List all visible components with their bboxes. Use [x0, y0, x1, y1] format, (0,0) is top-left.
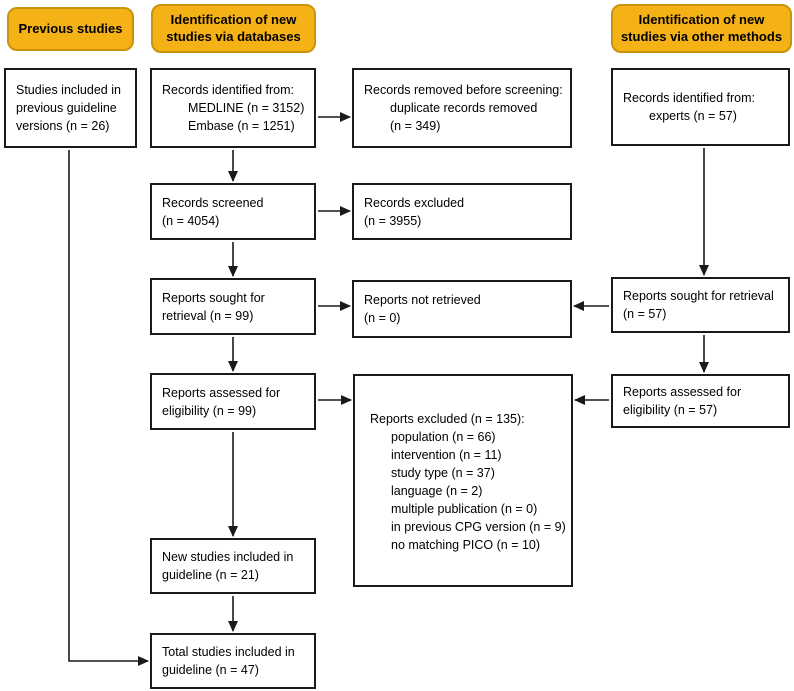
box-line: (n = 349) [390, 119, 441, 133]
box-total-studies-included: Total studies included in guideline (n =… [150, 633, 316, 689]
box-line: previous guideline [16, 101, 117, 115]
box-line: intervention (n = 11) [391, 448, 502, 462]
box-records-removed: Records removed before screening: duplic… [352, 68, 572, 148]
box-line: Reports assessed for [623, 385, 742, 399]
box-line: experts (n = 57) [649, 109, 737, 123]
box-line: Records identified from: [162, 83, 295, 97]
box-reports-sought-databases: Reports sought for retrieval (n = 99) [150, 278, 316, 335]
arrow-previous-to-total [68, 150, 149, 666]
box-line: (n = 57) [623, 307, 667, 321]
box-line: Reports sought for [162, 290, 265, 305]
box-line: Records removed before screening: [364, 83, 563, 97]
header-identification-databases: Identification of new studies via databa… [151, 4, 316, 53]
box-records-screened: Records screened (n = 4054) [150, 183, 316, 240]
header-previous-studies: Previous studies [7, 7, 134, 51]
box-line: study type (n = 37) [391, 466, 495, 480]
box-line: Reports not retrieved [364, 293, 481, 307]
box-line: in previous CPG version (n = 9) [391, 520, 566, 534]
box-line: Studies included in [16, 83, 121, 97]
box-line: (n = 3955) [364, 213, 422, 228]
box-reports-excluded-reasons: Reports excluded (n = 135): population (… [353, 374, 573, 587]
box-records-excluded: Records excluded (n = 3955) [352, 183, 572, 240]
box-line: guideline (n = 47) [162, 663, 259, 677]
box-line: Records screened [162, 195, 264, 210]
box-line: Reports assessed for [162, 385, 281, 400]
header-previous-studies-label: Previous studies [18, 20, 123, 36]
box-records-identified-databases: Records identified from: MEDLINE (n = 31… [150, 68, 316, 148]
box-line: eligibility (n = 99) [162, 403, 257, 418]
box-line: language (n = 2) [391, 484, 483, 498]
box-line: New studies included in [162, 550, 294, 564]
header-identification-databases-label: Identification of new studies via databa… [166, 12, 301, 44]
box-line: Total studies included in [162, 645, 295, 659]
box-reports-not-retrieved: Reports not retrieved (n = 0) [352, 280, 572, 338]
box-reports-assessed-other: Reports assessed for eligibility (n = 57… [611, 374, 790, 428]
box-line: versions (n = 26) [16, 119, 110, 133]
header-identification-other-methods: Identification of new studies via other … [611, 4, 792, 53]
box-line: duplicate records removed [390, 101, 538, 115]
box-line: no matching PICO (n = 10) [391, 538, 541, 552]
box-new-studies-included: New studies included in guideline (n = 2… [150, 538, 316, 594]
box-line: (n = 4054) [162, 213, 220, 228]
box-line: MEDLINE (n = 3152) [188, 101, 305, 115]
box-records-identified-experts: Records identified from: experts (n = 57… [611, 68, 790, 146]
box-line: multiple publication (n = 0) [391, 502, 538, 516]
box-line: retrieval (n = 99) [162, 308, 254, 323]
box-previous-guideline-versions: Studies included in previous guideline v… [4, 68, 137, 148]
box-line: population (n = 66) [391, 430, 496, 444]
box-reports-assessed-databases: Reports assessed for eligibility (n = 99… [150, 373, 316, 430]
box-line: Embase (n = 1251) [188, 119, 295, 133]
box-line: Reports excluded (n = 135): [370, 412, 525, 426]
box-reports-sought-other: Reports sought for retrieval (n = 57) [611, 277, 790, 333]
box-line: (n = 0) [364, 311, 401, 325]
box-line: Records excluded [364, 195, 465, 210]
box-line: Reports sought for retrieval [623, 289, 774, 303]
box-line: guideline (n = 21) [162, 568, 259, 582]
box-line: eligibility (n = 57) [623, 403, 718, 417]
header-identification-other-methods-label: Identification of new studies via other … [620, 12, 783, 44]
box-line: Records identified from: [623, 91, 756, 105]
